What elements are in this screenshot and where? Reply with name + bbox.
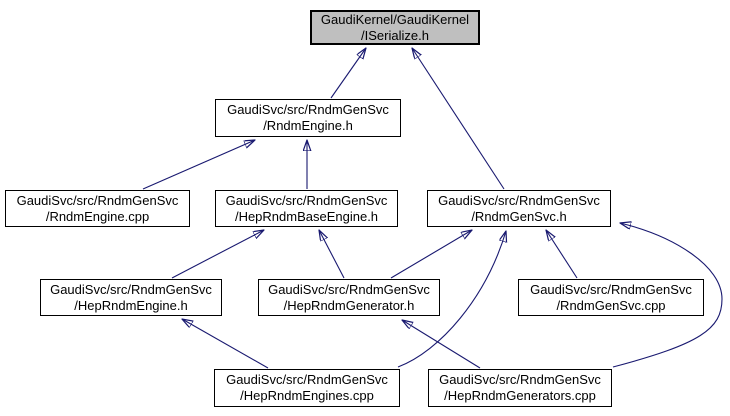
node-iserialize-h-label: GaudiKernel/GaudiKernel /ISerialize.h	[320, 11, 470, 43]
node-rndmengine-cpp[interactable]: GaudiSvc/src/RndmGenSvc /RndmEngine.cpp	[5, 190, 190, 227]
node-rndmengine-cpp-label: GaudiSvc/src/RndmGenSvc /RndmEngine.cpp	[16, 192, 179, 224]
edge-rndmengine-h-to-iserialize-h	[330, 48, 366, 99]
edge-heprndmengines-cpp-to-rndmgensvc-h	[397, 231, 506, 368]
node-heprndmgenerator-h[interactable]: GaudiSvc/src/RndmGenSvc /HepRndmGenerato…	[258, 279, 440, 316]
edge-heprndmgenerator-h-to-rndmgensvc-h	[390, 230, 472, 279]
node-rndmgensvc-h[interactable]: GaudiSvc/src/RndmGenSvc /RndmGenSvc.h	[427, 190, 611, 227]
edge-rndmengine-cpp-to-rndmengine-h	[142, 140, 255, 190]
node-rndmgensvc-h-label: GaudiSvc/src/RndmGenSvc /RndmGenSvc.h	[438, 192, 600, 224]
edge-heprndmgenerator-h-to-heprndmbaseengine-h	[319, 230, 345, 279]
node-heprndmengine-h-label: GaudiSvc/src/RndmGenSvc /HepRndmEngine.h	[50, 281, 212, 313]
node-rndmengine-h[interactable]: GaudiSvc/src/RndmGenSvc /RndmEngine.h	[215, 99, 401, 137]
edge-rndmgensvc-cpp-to-rndmgensvc-h	[546, 230, 578, 279]
node-heprndmgenerators-cpp[interactable]: GaudiSvc/src/RndmGenSvc /HepRndmGenerato…	[428, 369, 612, 407]
edge-heprndmgenerators-cpp-to-rndmgensvc-h	[612, 223, 723, 368]
node-heprndmengines-cpp[interactable]: GaudiSvc/src/RndmGenSvc /HepRndmEngines.…	[214, 369, 400, 407]
node-rndmgensvc-cpp-label: GaudiSvc/src/RndmGenSvc /RndmGenSvc.cpp	[530, 281, 692, 313]
node-rndmgensvc-cpp[interactable]: GaudiSvc/src/RndmGenSvc /RndmGenSvc.cpp	[518, 279, 704, 316]
node-heprndmbaseengine-h[interactable]: GaudiSvc/src/RndmGenSvc /HepRndmBaseEngi…	[215, 190, 398, 227]
node-heprndmgenerator-h-label: GaudiSvc/src/RndmGenSvc /HepRndmGenerato…	[268, 281, 430, 313]
node-rndmengine-h-label: GaudiSvc/src/RndmGenSvc /RndmEngine.h	[227, 102, 389, 133]
edge-rndmgensvc-h-to-iserialize-h	[412, 48, 505, 190]
node-heprndmengine-h[interactable]: GaudiSvc/src/RndmGenSvc /HepRndmEngine.h	[40, 279, 222, 316]
node-heprndmgenerators-cpp-label: GaudiSvc/src/RndmGenSvc /HepRndmGenerato…	[439, 372, 601, 403]
edge-heprndmengine-h-to-heprndmbaseengine-h	[171, 230, 264, 279]
node-heprndmbaseengine-h-label: GaudiSvc/src/RndmGenSvc /HepRndmBaseEngi…	[225, 192, 388, 224]
node-iserialize-h: GaudiKernel/GaudiKernel /ISerialize.h	[310, 10, 480, 45]
edge-heprndmgenerators-cpp-to-heprndmgenerator-h	[402, 320, 481, 369]
node-heprndmengines-cpp-label: GaudiSvc/src/RndmGenSvc /HepRndmEngines.…	[226, 372, 388, 403]
edge-heprndmengines-cpp-to-heprndmengine-h	[182, 319, 269, 369]
